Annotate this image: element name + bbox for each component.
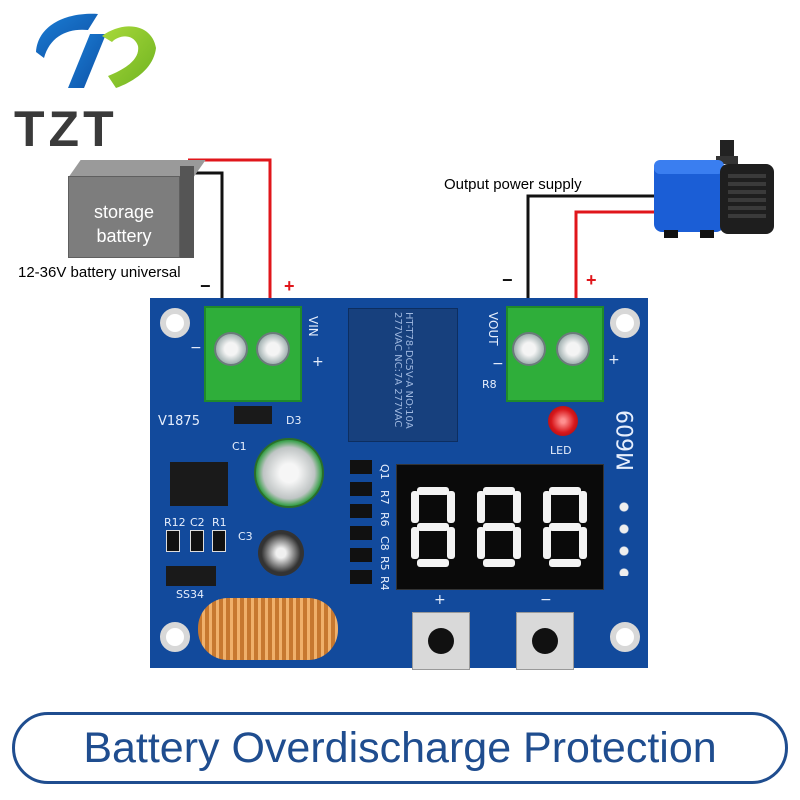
output-plus-label: + (586, 270, 597, 290)
btn-plus-label: + (434, 592, 446, 608)
c3-label: C3 (238, 530, 253, 543)
d3-label: D3 (286, 414, 302, 427)
capacitor-c3 (258, 530, 304, 576)
c1-label: C1 (232, 440, 247, 453)
electrolytic-capacitor-c1 (254, 438, 324, 508)
smd-r12 (166, 530, 180, 552)
output-minus-label: − (502, 270, 513, 290)
title-frame (12, 712, 788, 784)
relay-marking: HT-T78-DC5V-A NO:10A 277VAC NC:7A 277VAC (392, 312, 414, 429)
input-screw-minus (214, 332, 248, 366)
input-minus-label: − (200, 276, 211, 296)
minus-button[interactable] (516, 612, 574, 670)
input-screw-plus (256, 332, 290, 366)
water-pump (654, 140, 774, 238)
vin-label: VIN (306, 316, 320, 337)
diode-d3 (234, 406, 272, 424)
vout-label: VOUT (486, 312, 500, 346)
tzt-logo-mark (36, 13, 156, 88)
mounting-hole-tl (160, 308, 190, 338)
board-minus: − (190, 340, 202, 356)
mounting-hole-tr (610, 308, 640, 338)
indicator-dots (618, 496, 630, 576)
r5-label: R5 (378, 556, 391, 571)
battery-label: storage battery (68, 200, 180, 248)
smd-column (350, 460, 372, 590)
q1-label: Q1 (378, 464, 391, 480)
output-caption: Output power supply (444, 176, 582, 193)
battery-label-line2: battery (96, 226, 152, 246)
r12-label: R12 (164, 516, 186, 529)
plus-button-cap[interactable] (428, 628, 454, 654)
model-label: V1875 (158, 414, 200, 429)
output-screw-minus (512, 332, 546, 366)
output-screw-plus (556, 332, 590, 366)
board-id-label: M609 (614, 410, 639, 471)
led-label: LED (550, 444, 572, 457)
smd-c2 (190, 530, 204, 552)
relay (348, 308, 458, 442)
c2-label: C2 (190, 516, 205, 529)
r7-label: R7 (378, 490, 391, 505)
digit-3 (543, 487, 587, 567)
board-out-minus: − (492, 356, 504, 372)
input-plus-label: + (284, 276, 295, 296)
storage-battery (68, 176, 180, 258)
btn-minus-label: − (540, 592, 552, 608)
battery-caption: 12-36V battery universal (18, 264, 181, 281)
c8-label: C8 (378, 536, 391, 551)
diode-ss34 (166, 566, 216, 586)
digit-1 (411, 487, 455, 567)
r6-label: R6 (378, 512, 391, 527)
mounting-hole-bl (160, 622, 190, 652)
battery-label-line1: storage (93, 202, 155, 222)
minus-button-cap[interactable] (532, 628, 558, 654)
board-plus: + (312, 354, 324, 370)
r4-label: R4 (378, 576, 391, 591)
ic-chip (170, 462, 228, 506)
logo-text: TZT (14, 101, 118, 157)
page-title: Battery Overdischarge Protection (83, 724, 717, 772)
r8-label: R8 (482, 378, 497, 391)
smd-r1 (212, 530, 226, 552)
r1-label: R1 (212, 516, 227, 529)
battery-side (180, 166, 194, 258)
status-led (548, 406, 578, 436)
digit-2 (477, 487, 521, 567)
inductor-coil (198, 598, 338, 660)
board-out-plus: + (608, 352, 620, 368)
ss34-label: SS34 (176, 588, 204, 601)
plus-button[interactable] (412, 612, 470, 670)
seven-segment-display (396, 464, 604, 590)
mounting-hole-br (610, 622, 640, 652)
